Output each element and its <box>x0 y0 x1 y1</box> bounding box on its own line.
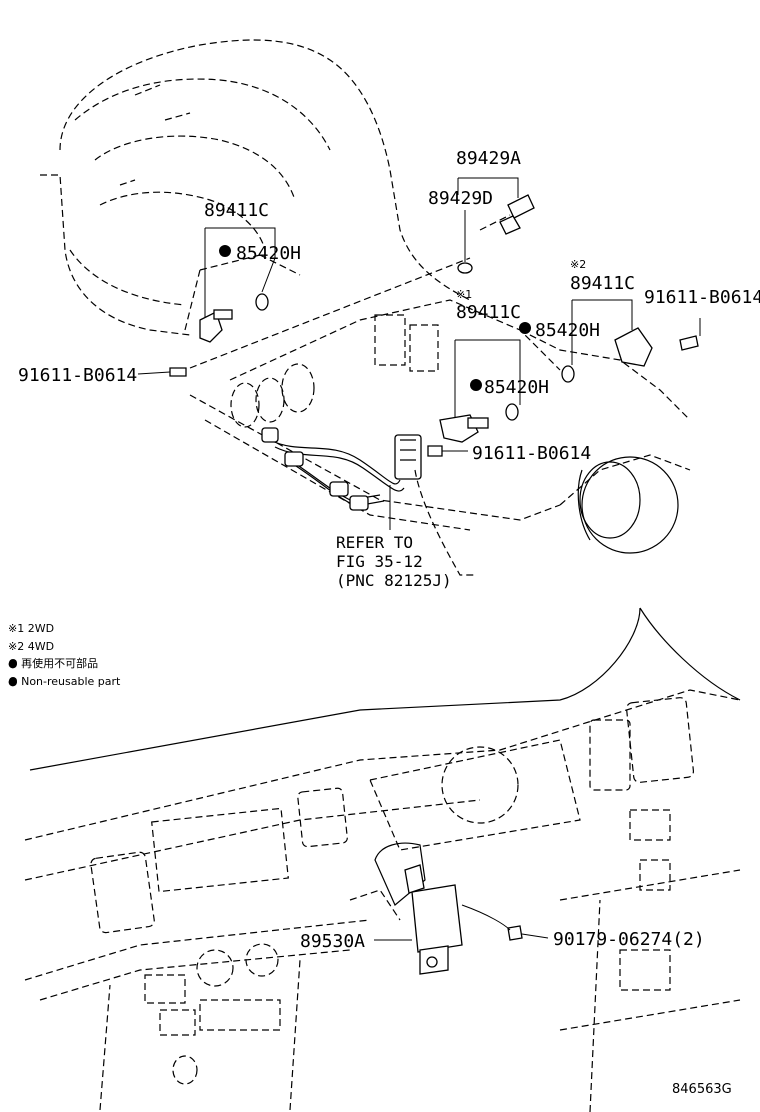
reference-note: REFER TO FIG 35-12 (PNC 82125J) <box>336 533 452 590</box>
transmission-housing-illustration <box>40 39 691 554</box>
label-89411c-right[interactable]: 89411C <box>570 273 635 294</box>
sensor-89429a-oil-pressure-switch[interactable] <box>457 194 535 274</box>
legend-note-2: ※2 4WD <box>8 640 54 653</box>
output-flange <box>577 456 679 554</box>
label-91611-middle[interactable]: 91611-B0614 <box>472 443 591 464</box>
instrument-panel-illustration <box>24 607 741 1112</box>
non-reusable-markers <box>9 245 531 685</box>
leader-lines-top <box>137 177 701 576</box>
refer-line-2: FIG 35-12 <box>336 552 423 571</box>
legend-note-4: ● Non-reusable part <box>8 675 121 688</box>
legend-note-3: ● 再使用不可部品 <box>8 656 98 670</box>
diagram-id: 846563G <box>672 1082 732 1097</box>
label-90179[interactable]: 90179-06274(2) <box>553 929 705 950</box>
sensor-89411c-left-speed-sensor[interactable] <box>169 293 269 377</box>
sensor-89411c-middle-speed-sensor[interactable] <box>427 403 519 457</box>
legend-dot <box>9 677 17 685</box>
module-89530a[interactable] <box>404 864 463 975</box>
label-91611-right[interactable]: 91611-B0614 <box>644 287 760 308</box>
refer-line-3[interactable]: (PNC 82125J) <box>336 571 452 590</box>
label-91611-left[interactable]: 91611-B0614 <box>18 365 137 386</box>
callout-labels: 89429A 89429D 89411C 85420H 91611-B0614 … <box>18 148 760 952</box>
label-89411c-left[interactable]: 89411C <box>204 200 269 221</box>
leader-lines-bottom <box>374 904 549 941</box>
label-89429d[interactable]: 89429D <box>428 188 493 209</box>
label-mark1: ※1 <box>456 288 472 301</box>
bolt-90179[interactable] <box>507 925 523 941</box>
sensor-89411c-right-speed-sensor[interactable] <box>561 327 699 383</box>
non-reusable-dot <box>219 245 231 257</box>
label-85420h-left[interactable]: 85420H <box>236 243 301 264</box>
label-mark2: ※2 <box>570 258 586 271</box>
legend-note-1: ※1 2WD <box>8 622 54 635</box>
label-89411c-middle[interactable]: 89411C <box>456 302 521 323</box>
non-reusable-dot <box>470 379 482 391</box>
housing-bosses <box>230 314 439 428</box>
label-85420h-middle[interactable]: 85420H <box>535 320 600 341</box>
refer-line-1: REFER TO <box>336 533 413 552</box>
label-89429a[interactable]: 89429A <box>456 148 521 169</box>
legend-dot <box>9 659 17 667</box>
legend: ※1 2WD ※2 4WD ● 再使用不可部品 ● Non-reusable p… <box>8 622 121 688</box>
label-89530a[interactable]: 89530A <box>300 931 365 952</box>
wire-harness <box>261 427 422 511</box>
non-reusable-dot <box>519 322 531 334</box>
label-85420h-lower[interactable]: 85420H <box>484 377 549 398</box>
